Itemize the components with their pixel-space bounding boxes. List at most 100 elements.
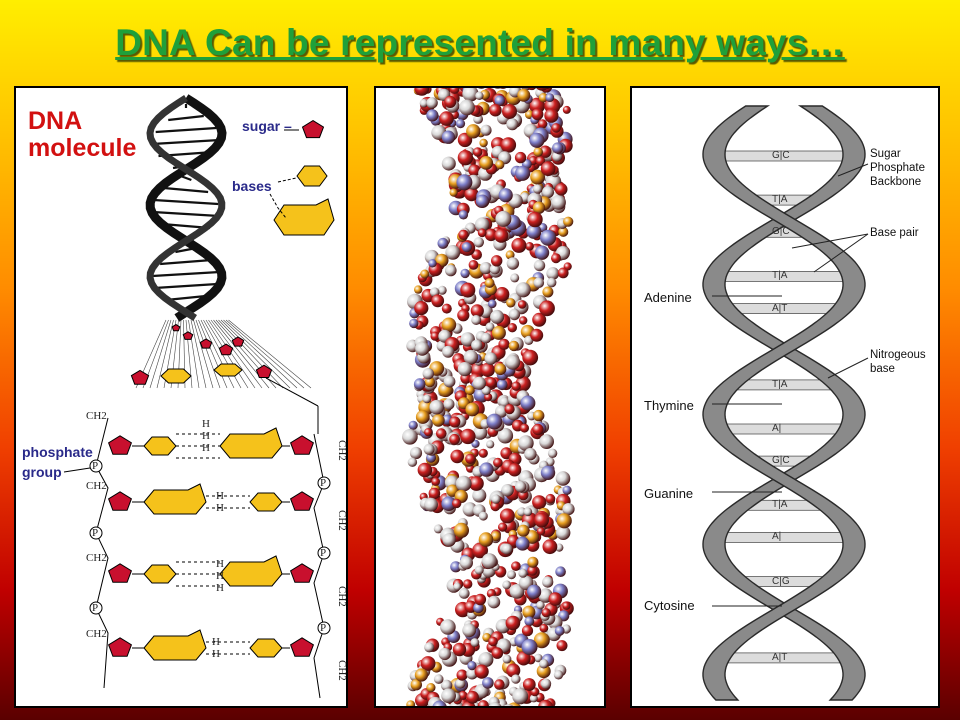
atom-sphere	[414, 668, 428, 682]
atom-sphere	[514, 151, 527, 164]
sugar-pentagon	[289, 491, 315, 511]
ch2-label: CH2	[86, 552, 107, 564]
helix-rung	[155, 126, 217, 134]
atom-sphere	[449, 88, 460, 94]
phosphate-p-label: P	[92, 460, 99, 472]
base-pair-letters: A|	[772, 531, 782, 543]
molecule-heading: molecule	[28, 134, 137, 162]
atom-sphere	[529, 694, 538, 703]
atom-sphere	[441, 496, 456, 512]
atom-sphere	[498, 188, 513, 203]
hydrogen-h-label: H	[202, 430, 210, 442]
purine-base	[143, 483, 207, 515]
atom-sphere	[431, 477, 440, 486]
atom-sphere	[538, 699, 554, 706]
perspective-line	[220, 319, 291, 389]
atom-sphere	[502, 580, 512, 590]
atom-sphere	[495, 210, 512, 227]
sugar-pentagon	[289, 563, 315, 583]
atom-sphere	[545, 493, 556, 504]
perspective-line	[228, 319, 312, 389]
atom-sphere	[541, 88, 550, 90]
atom-sphere	[546, 277, 557, 288]
atom-sphere	[505, 615, 521, 631]
atom-sphere	[441, 130, 456, 144]
atom-sphere	[455, 119, 466, 129]
group-label: group	[22, 464, 62, 480]
atom-sphere	[444, 95, 457, 108]
sugar-pentagon	[107, 491, 133, 511]
atom-sphere	[520, 395, 536, 411]
atom-sphere	[527, 565, 538, 576]
atom-sphere	[433, 524, 443, 534]
atom-sphere	[459, 99, 475, 116]
atom-sphere	[515, 165, 531, 181]
atom-sphere	[556, 640, 568, 652]
purine-base	[143, 629, 207, 661]
atom-sphere	[551, 123, 561, 133]
atom-sphere	[477, 700, 489, 706]
helix-rung	[152, 138, 220, 146]
atom-sphere	[455, 475, 472, 492]
atom-sphere	[443, 398, 455, 410]
atom-sphere	[450, 561, 462, 573]
phosphate-p-label: P	[320, 547, 327, 559]
atom-sphere	[517, 524, 530, 537]
atom-sphere	[490, 309, 505, 324]
atom-sphere	[436, 428, 447, 439]
backbone-ribbon-b	[702, 105, 866, 701]
atom-sphere	[419, 98, 429, 108]
atom-sphere	[542, 539, 558, 555]
atom-sphere	[536, 664, 551, 679]
helix-rung	[152, 210, 220, 218]
base-pair-label: Base pair	[870, 227, 919, 239]
hydrogen-h-label: H	[216, 490, 224, 502]
phosphate-p-label: P	[320, 477, 327, 489]
atom-sphere	[518, 568, 528, 578]
phosphate-label: Phosphate	[870, 162, 925, 174]
atom-sphere	[522, 678, 536, 691]
atom-sphere	[499, 508, 515, 524]
atom-sphere	[431, 294, 445, 308]
base-pair-leader-line	[813, 233, 869, 273]
atom-sphere	[489, 264, 501, 275]
atom-sphere	[545, 93, 555, 102]
atom-sphere	[462, 623, 477, 638]
atom-sphere	[532, 495, 547, 510]
atom-sphere	[432, 700, 447, 706]
atom-sphere	[422, 394, 432, 404]
atom-sphere	[535, 156, 546, 166]
atom-sphere	[542, 186, 554, 199]
atom-sphere	[440, 619, 456, 635]
hydrogen-h-label: H	[212, 648, 220, 660]
base-pair-letters: A|	[772, 423, 782, 434]
phosphate-p-label: P	[92, 602, 99, 614]
atom-sphere	[544, 108, 559, 123]
phosphate-leader-line	[63, 467, 91, 473]
perspective-sugar-right	[231, 336, 245, 347]
atom-sphere	[462, 88, 479, 102]
pyrimidine-base	[249, 638, 283, 658]
atom-sphere	[484, 352, 498, 365]
atom-sphere	[474, 664, 489, 679]
base-pair-letters: G|C	[772, 226, 790, 238]
atom-sphere	[489, 702, 502, 706]
small-sugar	[199, 338, 213, 349]
atom-sphere	[469, 476, 484, 491]
atom-sphere	[522, 349, 539, 366]
ch2-label-rotated: CH2	[336, 510, 348, 531]
atom-sphere	[466, 690, 479, 704]
atom-sphere	[484, 228, 498, 242]
atom-sphere	[485, 377, 497, 388]
perspective-line	[210, 319, 263, 389]
atom-sphere	[449, 416, 461, 428]
atom-sphere	[422, 368, 434, 380]
atom-sphere	[499, 88, 507, 89]
atom-sphere	[453, 522, 469, 538]
small-sugar	[218, 343, 234, 356]
right-backbone	[313, 433, 325, 699]
atom-sphere	[498, 338, 510, 350]
perspective-line	[190, 319, 207, 389]
helix-rung	[168, 114, 204, 122]
atom-sphere	[445, 264, 457, 277]
